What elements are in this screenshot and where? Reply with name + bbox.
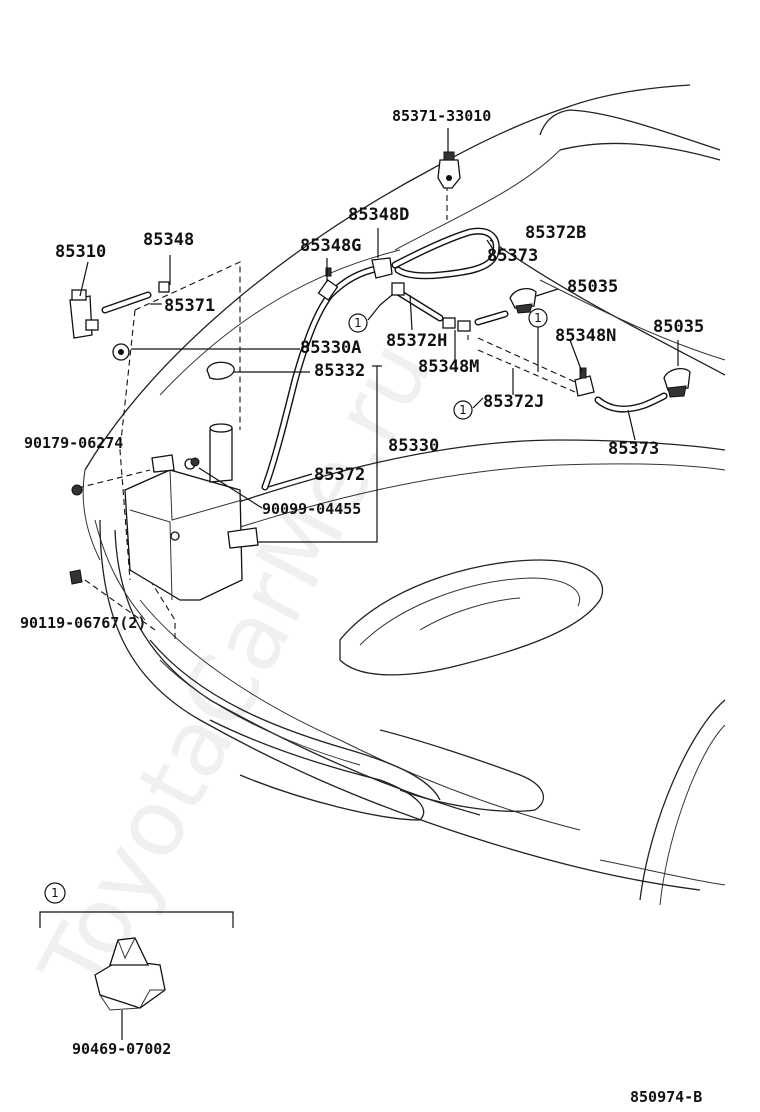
label-85371: 85371 [164, 296, 215, 316]
label-85372h: 85372H [386, 331, 447, 351]
check-valve-85348g [317, 267, 339, 301]
label-85348: 85348 [143, 230, 194, 250]
washer-tank-85330 [124, 423, 259, 601]
label-85348m: 85348M [418, 357, 479, 377]
label-85332: 85332 [314, 361, 365, 381]
clip-90099-04455 [190, 457, 200, 467]
svg-text:1: 1 [51, 886, 59, 900]
cap-85332 [206, 361, 235, 380]
label-85371-33010: 85371-33010 [392, 107, 491, 125]
callout-1-c: 1 [453, 400, 473, 420]
nozzle-85035-left [509, 287, 537, 314]
label-85330: 85330 [388, 436, 439, 456]
label-85348d: 85348D [348, 205, 409, 225]
joint-85348d [371, 228, 393, 279]
bolt-90119-06767 [69, 569, 83, 585]
label-85035-left: 85035 [567, 277, 618, 297]
grommet-85330a [112, 343, 130, 361]
leader-lines [79, 128, 679, 543]
label-90119-06767: 90119-06767(2) [20, 614, 146, 632]
label-85372j: 85372J [483, 392, 544, 412]
sub-assembly-frame [77, 185, 448, 640]
label-85330a: 85330A [300, 338, 361, 358]
connector-85348m [391, 282, 471, 332]
label-85310: 85310 [55, 242, 106, 262]
callout-1-a: 1 [348, 294, 393, 333]
svg-text:1: 1 [534, 311, 542, 325]
label-85348n: 85348N [555, 326, 616, 346]
nozzle-85035-right [663, 367, 691, 398]
label-85373-bottom: 85373 [608, 439, 659, 459]
svg-text:1: 1 [459, 403, 467, 417]
label-85035-right: 85035 [653, 317, 704, 337]
svg-text:1: 1 [354, 316, 362, 330]
label-90099-04455: 90099-04455 [262, 500, 361, 518]
label-85372b: 85372B [525, 223, 586, 243]
pump-85310 [69, 289, 99, 339]
bolt-90179-06274 [71, 484, 83, 496]
joint-85348n [574, 367, 595, 397]
label-90179-06274: 90179-06274 [24, 434, 123, 452]
part-labels: 85371-33010 85348D 85372B 85373 85310 85… [20, 107, 704, 632]
clip-85371-33010 [437, 151, 461, 189]
joint-85348 [158, 255, 171, 293]
label-85372: 85372 [314, 465, 365, 485]
washer-hoses [101, 227, 668, 491]
car-body-outline [82, 84, 726, 906]
label-85373-top: 85373 [487, 246, 538, 266]
label-90469-07002: 90469-07002 [72, 1040, 171, 1058]
watermark: ToyotaCarMe.ru [19, 325, 452, 1012]
drawing-number: 850974-B [630, 1088, 702, 1106]
inset-clip-90469-07002: 1 90469-07002 [39, 882, 234, 1058]
callout-1-b: 1 [528, 308, 548, 328]
label-85348g: 85348G [300, 236, 361, 256]
